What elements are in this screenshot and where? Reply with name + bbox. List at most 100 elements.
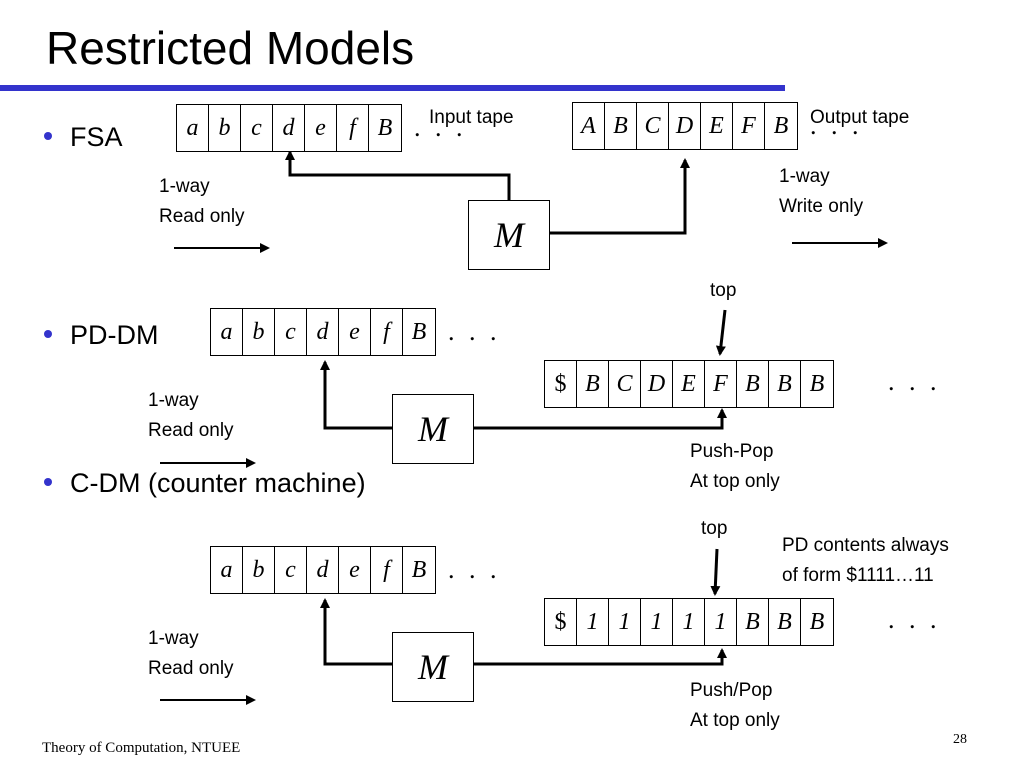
tape-cell: e [305, 105, 337, 151]
tape-cell: B [377, 114, 393, 141]
cdm-note-line: PD contents always [782, 535, 949, 556]
pddm-input-desc-line: 1-way [148, 390, 199, 411]
fsa-output-desc-line: 1-way [779, 166, 830, 187]
bullet-pddm-text: PD-DM [70, 320, 159, 350]
tape-cell: e [339, 309, 371, 355]
tape-cell: B [809, 370, 825, 397]
pddm-stack-head-line [474, 408, 727, 430]
page-number: 28 [953, 732, 967, 747]
tape-cell: f [337, 105, 369, 151]
tape-cell: 1 [673, 599, 705, 645]
tape-cell: E [701, 103, 733, 149]
cdm-stack-desc-line: Push/Pop [690, 680, 773, 701]
tape-cell: $ [545, 361, 577, 407]
fsa-input-head-line [285, 150, 511, 200]
cdm-input-desc-line: 1-way [148, 628, 199, 649]
tape-cell: c [275, 309, 307, 355]
tape-cell: c [241, 105, 273, 151]
footer-text: Theory of Computation, NTUEE [42, 740, 241, 756]
bullet-dot-icon [44, 131, 52, 140]
bullet-cdm-text: C-DM (counter machine) [70, 468, 366, 498]
tape-cell: B [737, 599, 769, 645]
tape-cell: a [177, 105, 209, 151]
tape-cell: 1 [641, 599, 673, 645]
cdm-input-description: 1-way Read only [148, 624, 234, 684]
cdm-stack-head-line [474, 648, 727, 666]
tape-cell: F [733, 103, 765, 149]
tape-cell: B [411, 318, 427, 345]
pddm-top-arrow [715, 309, 727, 356]
tape-cell: B [577, 361, 609, 407]
tape-cell: e [339, 547, 371, 593]
tape-cell: b [209, 105, 241, 151]
pddm-stack-description: Push-Pop At top only [690, 437, 780, 497]
tape-cell: f [371, 547, 403, 593]
fsa-input-description: 1-way Read only [159, 172, 245, 232]
pddm-input-tape-ellipsis: . . . [448, 317, 501, 346]
cdm-stack-desc-line: At top only [690, 710, 780, 731]
tape-cell: 1 [577, 599, 609, 645]
tape-cell: f [371, 309, 403, 355]
tape-cell: F [705, 361, 737, 407]
slide-title: Restricted Models [46, 22, 415, 74]
tape-cell: C [609, 361, 641, 407]
pddm-top-label: top [710, 280, 737, 301]
tape-cell: d [307, 309, 339, 355]
fsa-machine-box: M [468, 200, 550, 270]
tape-cell: d [273, 105, 305, 151]
tape-cell: B [769, 599, 801, 645]
fsa-output-description: 1-way Write only [779, 162, 863, 222]
tape-cell: c [275, 547, 307, 593]
cdm-machine-box: M [392, 632, 474, 702]
cdm-input-tape-ellipsis: . . . [448, 555, 501, 584]
pddm-stack-ellipsis: . . . [888, 367, 941, 396]
fsa-input-desc-line: Read only [159, 206, 245, 227]
tape-cell: D [641, 361, 673, 407]
tape-cell: C [637, 103, 669, 149]
fsa-output-tape-label: Output tape [810, 107, 910, 128]
cdm-stack-description: Push/Pop At top only [690, 676, 780, 736]
bullet-dot-icon [44, 329, 52, 338]
bullet-fsa-text: FSA [70, 122, 123, 152]
bullet-cdm: C-DM (counter machine) [44, 466, 366, 500]
fsa-input-tape-ellipsis: . . . [414, 113, 467, 142]
cdm-note-line: of form $1111…11 [782, 565, 934, 586]
cdm-input-desc-line: Read only [148, 658, 234, 679]
fsa-output-tape-ellipsis: . . . [810, 111, 863, 140]
cdm-input-head-line [320, 598, 392, 666]
bullet-dot-icon [44, 477, 52, 486]
tape-cell: 1 [705, 599, 737, 645]
tape-cell: B [773, 112, 789, 139]
tape-cell: d [307, 547, 339, 593]
cdm-top-label: top [701, 518, 728, 539]
title-rule [0, 85, 785, 91]
tape-cell: B [411, 556, 427, 583]
fsa-output-head-line [550, 158, 690, 235]
bullet-pddm: PD-DM [44, 318, 159, 352]
tape-cell: E [673, 361, 705, 407]
tape-cell: B [605, 103, 637, 149]
pddm-machine-box: M [392, 394, 474, 464]
pddm-input-description: 1-way Read only [148, 386, 234, 446]
bullet-fsa: FSA [44, 120, 123, 154]
tape-cell: B [737, 361, 769, 407]
pddm-input-head-line [320, 360, 392, 430]
tape-cell: $ [545, 599, 577, 645]
pddm-input-desc-line: Read only [148, 420, 234, 441]
fsa-input-tape-label: Input tape [429, 107, 514, 128]
fsa-input-desc-line: 1-way [159, 176, 210, 197]
cdm-top-arrow [710, 548, 721, 596]
pddm-stack-desc-line: Push-Pop [690, 441, 774, 462]
tape-cell: B [809, 608, 825, 635]
tape-cell: b [243, 547, 275, 593]
tape-cell: B [769, 361, 801, 407]
tape-cell: a [211, 309, 243, 355]
tape-cell: 1 [609, 599, 641, 645]
tape-cell: A [573, 103, 605, 149]
